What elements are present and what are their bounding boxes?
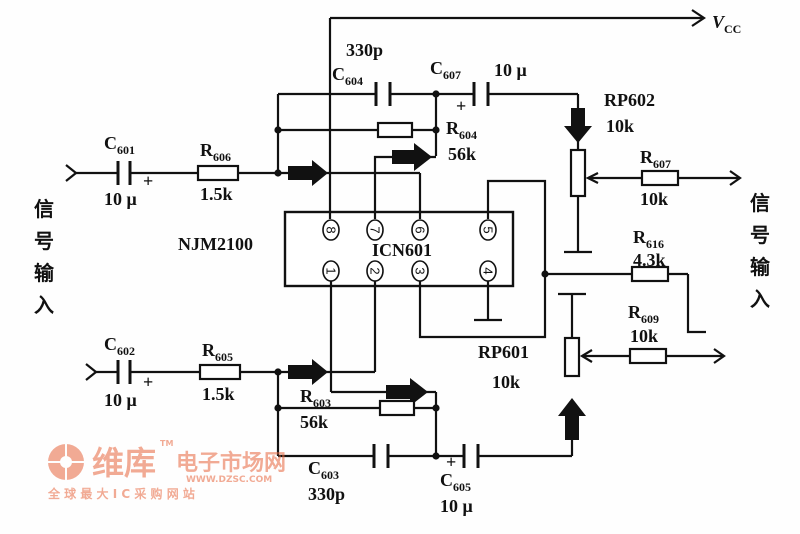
resistor-r609	[628, 347, 668, 365]
rp601-label: RP601	[478, 342, 529, 362]
resistor-r605	[198, 363, 242, 381]
r606-label: R606	[200, 140, 231, 164]
svg-text:入: 入	[34, 293, 54, 317]
c602-polarity: +	[143, 372, 153, 392]
capacitor-c603	[372, 444, 390, 468]
r616-label: R616	[633, 227, 664, 251]
c602-label: C602	[104, 334, 135, 358]
c604-value: 330p	[346, 40, 383, 60]
upper-junctions	[274, 90, 549, 278]
r607-label: R607	[640, 147, 671, 171]
watermark-logo-icon	[48, 444, 84, 480]
svg-text:输: 输	[34, 261, 55, 285]
capacitor-c607	[472, 82, 490, 106]
ic-pin-8: 8	[324, 226, 339, 233]
watermark-tm: TM	[160, 439, 173, 448]
svg-text:信: 信	[750, 191, 770, 215]
c607-label: C607	[430, 58, 461, 82]
c603-value: 330p	[308, 484, 345, 504]
capacitor-c604	[374, 82, 392, 106]
r609-value: 10k	[630, 326, 658, 346]
c605-polarity: +	[446, 452, 456, 472]
capacitor-c601	[116, 161, 132, 185]
lower-junctions	[274, 368, 440, 460]
ic-pin-3: 3	[413, 267, 428, 274]
ic-pin-7: 7	[368, 226, 383, 233]
ic-pin-1: 1	[324, 267, 339, 274]
capacitor-c605	[462, 444, 480, 468]
r605-label: R605	[202, 340, 233, 364]
watermark: 维库 TM 电子市场网 WWW.DZSC.COM 全 球 最 大 I C 采 购…	[47, 439, 286, 501]
r607-value: 10k	[640, 189, 668, 209]
watermark-suffix: 电子市场网	[176, 450, 286, 476]
signal-input-label-left: 信 号 输 入	[34, 197, 55, 317]
resistor-r606	[196, 164, 240, 182]
rp602-value: 10k	[606, 116, 634, 136]
rp601-value: 10k	[492, 372, 520, 392]
c601-value: 10 μ	[104, 189, 137, 209]
c602-value: 10 μ	[104, 390, 137, 410]
ic-pin-2: 2	[368, 267, 383, 274]
vcc-rail	[328, 9, 706, 219]
vcc-label: VCC	[712, 12, 741, 36]
signal-input-label-right: 信 号 输 入	[750, 191, 771, 311]
resistor-r604	[376, 121, 414, 139]
ic-pin-5: 5	[481, 226, 496, 233]
capacitor-c602	[116, 360, 132, 384]
watermark-brand: 维库	[92, 444, 156, 482]
svg-text:号: 号	[34, 229, 54, 253]
ic-part-label: NJM2100	[178, 234, 253, 254]
r609-label: R609	[628, 302, 659, 326]
watermark-url: WWW.DZSC.COM	[186, 475, 272, 485]
lower-channel-wires	[85, 281, 574, 458]
r616-value: 4.3k	[633, 250, 666, 270]
opamp-arrow-lower	[386, 378, 428, 406]
c603-label: C603	[308, 458, 339, 482]
c607-polarity: +	[456, 96, 466, 116]
signal-arrow-lower	[288, 359, 328, 385]
potentiometer-rp601	[558, 292, 726, 440]
resistor-r616-wires	[545, 272, 706, 334]
rp602-label: RP602	[604, 90, 655, 110]
r606-value: 1.5k	[200, 184, 233, 204]
ic-ref-label: ICN601	[372, 240, 432, 260]
signal-arrow-upper	[288, 160, 328, 186]
resistor-r607	[640, 169, 680, 187]
c604-label: C604	[332, 64, 363, 88]
r603-value: 56k	[300, 412, 328, 432]
svg-text:号: 号	[750, 223, 770, 247]
resistor-r603	[378, 399, 416, 417]
potentiometer-rp602	[564, 108, 742, 254]
c607-value: 10 μ	[494, 60, 527, 80]
svg-text:输: 输	[750, 255, 771, 279]
svg-text:信: 信	[34, 197, 54, 221]
r605-value: 1.5k	[202, 384, 235, 404]
opamp-arrow-upper	[392, 143, 432, 171]
ic-pin-4: 4	[481, 267, 496, 274]
c601-label: C601	[104, 133, 135, 157]
svg-text:入: 入	[750, 287, 770, 311]
c605-label: C605	[440, 470, 471, 494]
c601-polarity: +	[143, 171, 153, 191]
r604-value: 56k	[448, 144, 476, 164]
r604-label: R604	[446, 118, 477, 142]
r603-label: R603	[300, 386, 331, 410]
c605-value: 10 μ	[440, 496, 473, 516]
ic-pin-6: 6	[413, 226, 428, 233]
resistor-r616	[630, 265, 670, 283]
watermark-slogan: 全 球 最 大 I C 采 购 网 站	[47, 486, 195, 501]
